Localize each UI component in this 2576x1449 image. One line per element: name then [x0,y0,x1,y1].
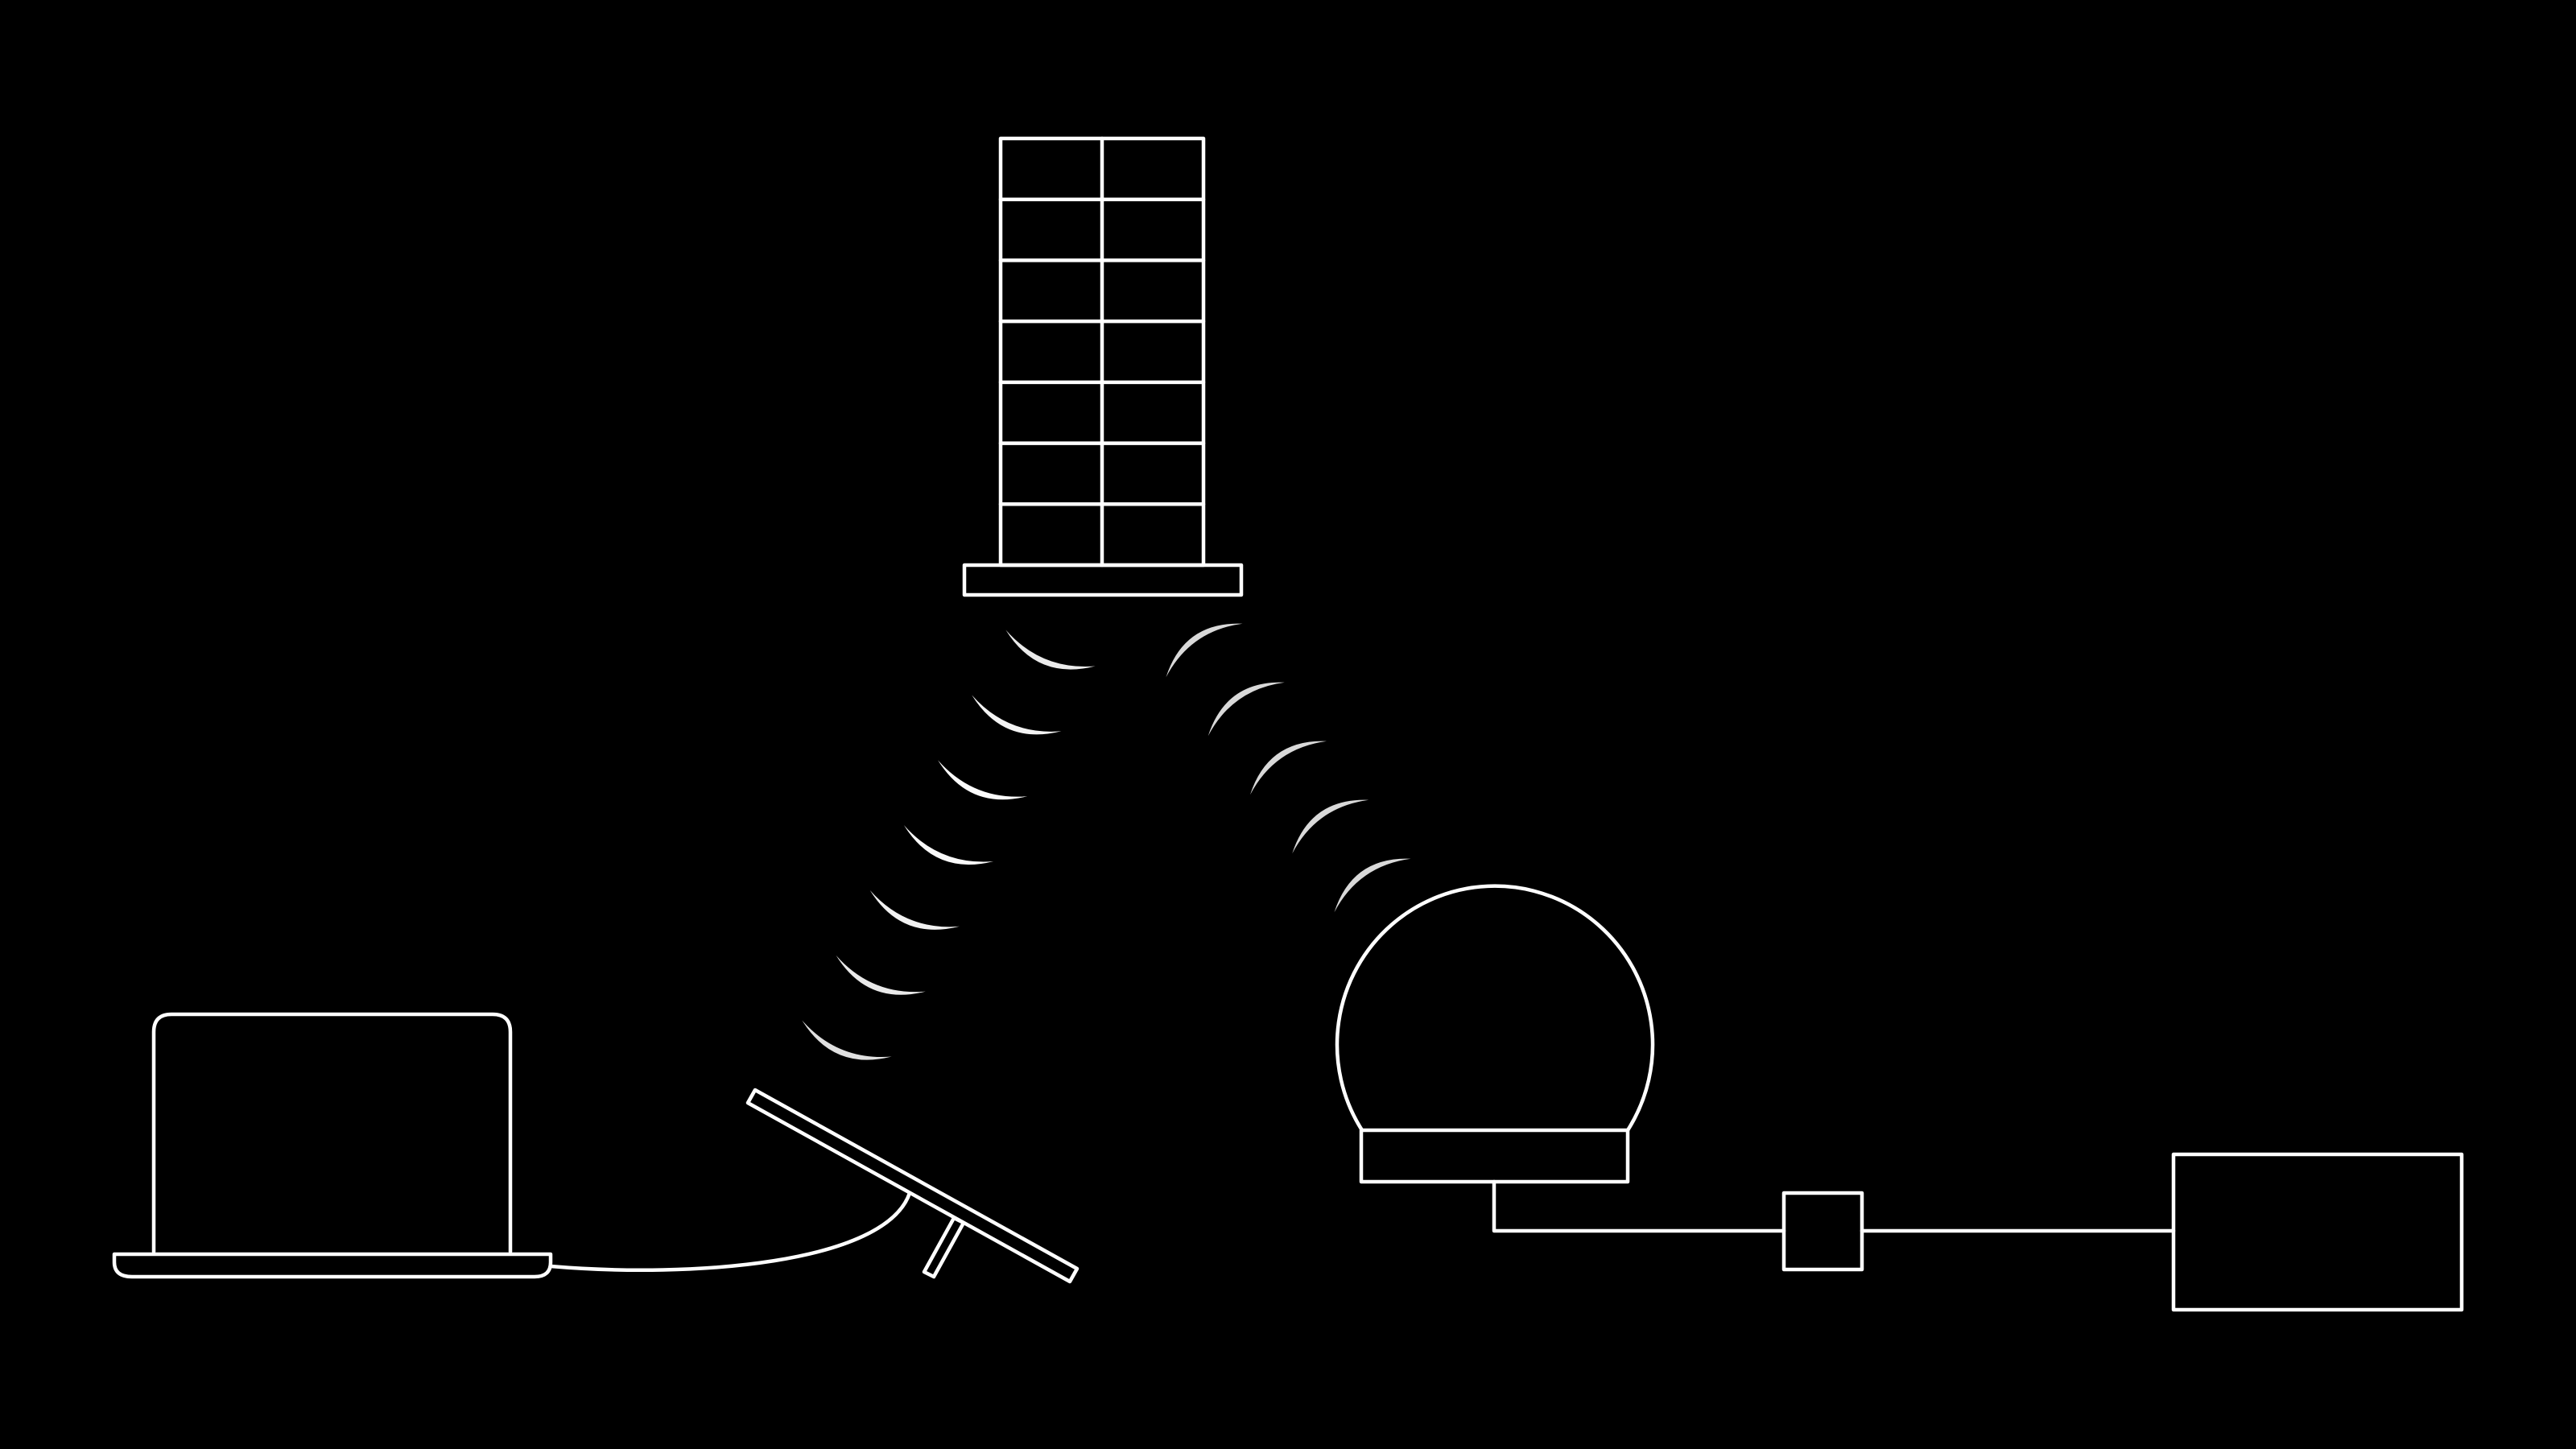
laptop-base [112,1252,553,1279]
laptop-screen [151,1012,513,1254]
flat-panel-antenna-icon [745,1088,1080,1284]
downlink-wave [1292,799,1369,854]
large-box-icon [2171,1152,2464,1312]
uplink-wave [903,825,994,865]
downlink-signal-waves [1166,623,1411,913]
dome-radome [1335,884,1655,1133]
satellite-base [962,563,1244,597]
satellite-icon [962,136,1244,597]
satellite-panel-rows [998,197,1206,506]
dome-base [1359,1128,1630,1184]
small-box-icon [1781,1191,1864,1272]
uplink-wave [938,760,1028,800]
uplink-wave [1005,630,1096,670]
downlink-wave [1334,858,1411,913]
downlink-wave [1208,682,1285,737]
flat-panel-dish [745,1088,1080,1284]
uplink-wave [869,890,960,930]
downlink-wave [1249,741,1327,795]
uplink-wave [972,695,1062,735]
uplink-wave [836,955,926,995]
uplink-signal-waves [802,630,1096,1060]
flat-panel-stand [922,1216,966,1279]
dome-antenna-icon [1335,884,1655,1184]
downlink-wave [1166,623,1243,678]
laptop-icon [112,1012,553,1279]
dome-cable [1492,1179,1786,1233]
uplink-wave [802,1020,892,1060]
laptop-cable [548,1191,912,1272]
